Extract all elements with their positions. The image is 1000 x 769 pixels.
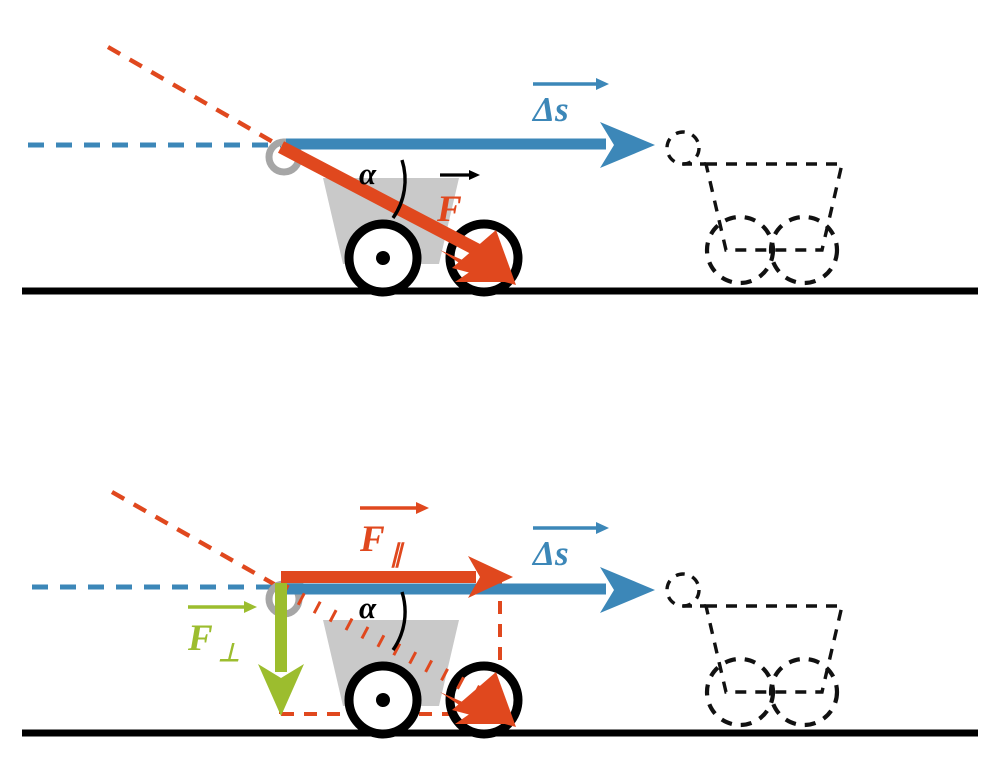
displacement-arrow-bottom xyxy=(286,567,655,613)
perpendicular-force-label-bottom: F ⊥ xyxy=(187,601,257,667)
ghost-cart-top xyxy=(667,132,842,283)
svg-text:∥: ∥ xyxy=(390,541,405,568)
svg-text:Δs: Δs xyxy=(531,534,569,573)
red-dashed-force-extension xyxy=(106,45,282,148)
svg-text:F: F xyxy=(359,519,385,560)
parallel-component-arrow-bottom xyxy=(281,556,513,598)
red-dashed-force-extension-bottom xyxy=(110,490,283,590)
angle-label-bottom: α xyxy=(359,590,377,625)
dotted-force-vector-bottom xyxy=(280,584,516,727)
angle-arc-bottom xyxy=(391,591,407,651)
svg-text:Δs: Δs xyxy=(531,90,569,129)
displacement-label-bottom: Δs xyxy=(531,522,609,573)
bottom-panel: α Δs F ∥ F ⊥ xyxy=(22,490,978,739)
force-arrow-top xyxy=(277,141,516,285)
svg-text:F: F xyxy=(187,618,213,659)
angle-label-top: α xyxy=(359,156,377,191)
force-label-top: F xyxy=(436,170,480,230)
top-panel: α Δs F xyxy=(22,45,978,297)
displacement-label-top: Δs xyxy=(531,78,609,129)
angle-arc-top xyxy=(391,159,407,219)
svg-text:F: F xyxy=(436,189,462,230)
parallel-force-label-bottom: F ∥ xyxy=(359,502,429,568)
svg-text:⊥: ⊥ xyxy=(218,640,240,667)
perpendicular-component-arrow-bottom xyxy=(258,583,304,716)
displacement-arrow-top xyxy=(286,122,655,168)
ghost-cart-bottom xyxy=(667,574,842,725)
